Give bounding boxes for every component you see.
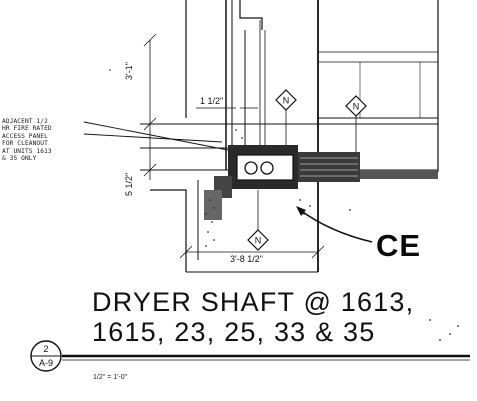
- ce-arrowhead: [296, 206, 306, 216]
- scan-specks: [109, 69, 459, 341]
- marker-symbol: N: [353, 102, 360, 112]
- note-line: HR FIRE RATED: [2, 125, 52, 133]
- note-line: AT UNITS 1613: [2, 147, 52, 155]
- detail-sheet: A-9: [39, 358, 53, 368]
- note-line: ACCESS PANEL: [2, 132, 48, 140]
- detail-number: 2: [43, 344, 48, 354]
- title-line-2: 1615, 23, 25, 33 & 35: [92, 317, 376, 347]
- note-line: ADJACENT 1/2: [2, 118, 48, 125]
- dimension-bottom-width: 3'-8 1/2": [230, 254, 263, 264]
- note-line: FOR CLEANOUT: [2, 140, 48, 148]
- scale-text: 1/2" = 1'-0": [93, 374, 128, 381]
- dryer-vent-box: [204, 145, 438, 220]
- dimension-lines: [143, 33, 325, 259]
- diamond-marker-right: N: [345, 95, 367, 152]
- access-panel-note: ADJACENT 1/2 HR FIRE RATED ACCESS PANEL …: [2, 118, 90, 162]
- title-line-1: DRYER SHAFT @ 1613,: [92, 287, 415, 317]
- diamond-marker-bottom: N: [247, 190, 269, 251]
- dimension-vertical-lower: 5 1/2": [124, 172, 134, 196]
- ce-leader: [299, 209, 373, 243]
- note-leaders: [83, 121, 229, 151]
- marker-symbol: N: [283, 96, 290, 106]
- ce-callout-label: CE: [376, 228, 422, 263]
- dimension-top-small: 1 1/2": [200, 96, 224, 106]
- marker-symbol: N: [255, 236, 262, 246]
- dimension-vertical-upper: 3'-1": [124, 62, 134, 80]
- title-underline: [62, 354, 470, 361]
- detail-tag: 2 A-9: [30, 340, 62, 372]
- diamond-marker-top: N: [275, 89, 297, 145]
- insulation-speckle: [205, 129, 311, 247]
- note-line: & 35 ONLY: [2, 155, 37, 163]
